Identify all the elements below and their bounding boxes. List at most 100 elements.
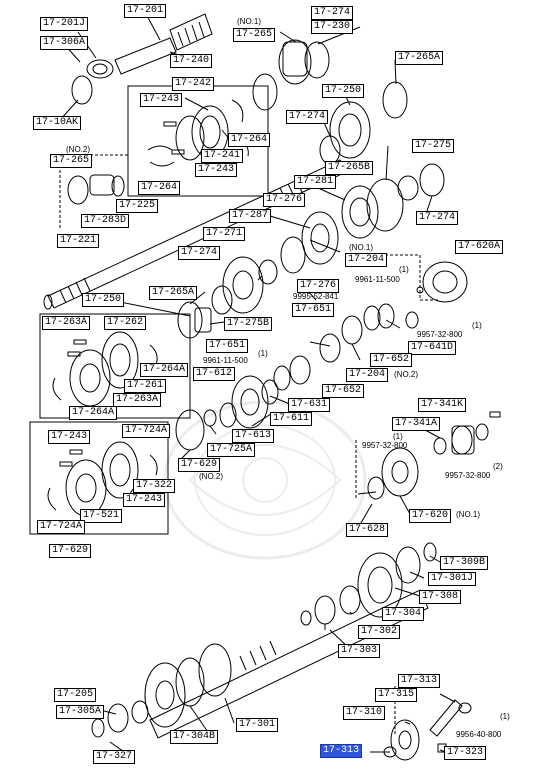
- part-label[interactable]: 17-274: [178, 246, 221, 260]
- part-label[interactable]: 17-276: [297, 279, 340, 293]
- snap-rings: [273, 303, 419, 391]
- part-label[interactable]: 17-641D: [408, 341, 457, 355]
- part-label[interactable]: 17-265: [233, 28, 276, 42]
- part-label[interactable]: 17-264A: [140, 363, 189, 377]
- part-label[interactable]: 17-265A: [395, 51, 444, 65]
- part-label[interactable]: 17-310: [343, 706, 386, 720]
- part-label[interactable]: 17-275B: [224, 317, 273, 331]
- part-label[interactable]: 17-204: [345, 253, 388, 267]
- annotation: (1): [399, 265, 409, 274]
- leader-204: [309, 239, 341, 253]
- input-shaft-part: [71, 13, 213, 105]
- part-label[interactable]: 17-225: [116, 199, 159, 213]
- part-label[interactable]: 17-301: [236, 718, 279, 732]
- part-label[interactable]: 17-724A: [37, 520, 86, 534]
- annotation: (1): [393, 432, 403, 441]
- part-label[interactable]: 17-322: [133, 479, 176, 493]
- part-label[interactable]: 17-724A: [122, 424, 171, 438]
- annotation: 9956-40-800: [456, 730, 502, 739]
- part-label[interactable]: 17-302: [358, 625, 401, 639]
- annotation: (NO.2): [66, 145, 90, 154]
- part-label[interactable]: 17-250: [82, 293, 125, 307]
- part-label[interactable]: 17-613: [232, 429, 275, 443]
- part-label[interactable]: 17-281: [294, 175, 337, 189]
- part-label[interactable]: 17-201: [124, 4, 167, 18]
- part-label[interactable]: 17-651: [206, 339, 249, 353]
- part-label[interactable]: 17-265B: [325, 161, 374, 175]
- gears-631-611: [175, 375, 279, 451]
- part-label[interactable]: 17-204: [346, 368, 389, 382]
- part-label[interactable]: 17-303: [338, 644, 381, 658]
- part-label[interactable]: 17-274: [286, 110, 329, 124]
- part-label[interactable]: 17-276: [263, 193, 306, 207]
- part-label[interactable]: 17-240: [170, 54, 213, 68]
- part-label[interactable]: 17-612: [193, 367, 236, 381]
- part-label[interactable]: 17-305A: [56, 705, 105, 719]
- annotation: 9957-32-800: [445, 471, 491, 480]
- part-label-highlighted[interactable]: 17-313: [320, 744, 363, 758]
- part-label[interactable]: 17-629: [178, 458, 221, 472]
- part-label[interactable]: 17-263A: [42, 316, 91, 330]
- part-label[interactable]: 17-221: [57, 234, 100, 248]
- part-label[interactable]: 17-275: [412, 139, 455, 153]
- part-label[interactable]: 17-265: [50, 154, 93, 168]
- part-label[interactable]: 17-263A: [113, 393, 162, 407]
- annotation: (1): [472, 321, 482, 330]
- annotation: 9995-52-841: [293, 292, 339, 301]
- part-label[interactable]: 17-242: [172, 77, 215, 91]
- part-label[interactable]: 17-283D: [81, 214, 130, 228]
- part-label[interactable]: 17-274: [416, 211, 459, 225]
- part-label[interactable]: 17-313: [398, 674, 441, 688]
- part-label[interactable]: 17-264A: [69, 406, 118, 420]
- part-label[interactable]: 17-271: [203, 227, 246, 241]
- part-label[interactable]: 17-261: [124, 379, 167, 393]
- annotation: (NO.2): [394, 370, 418, 379]
- annotation: (NO.1): [237, 17, 261, 26]
- part-label[interactable]: 17-201J: [40, 17, 89, 31]
- part-label[interactable]: 17-264: [138, 181, 181, 195]
- part-label[interactable]: 17-304B: [170, 730, 219, 744]
- part-label[interactable]: 17-341K: [418, 398, 467, 412]
- part-label[interactable]: 17-301J: [428, 572, 477, 586]
- part-label[interactable]: 17-241: [201, 149, 244, 163]
- annotation: (NO.1): [456, 510, 480, 519]
- countershaft-part: [91, 542, 437, 739]
- part-label[interactable]: 17-327: [93, 750, 136, 764]
- part-label[interactable]: 17-323: [444, 746, 487, 760]
- annotation: 9957-32-800: [417, 330, 463, 339]
- part-label[interactable]: 17-250: [322, 84, 365, 98]
- part-label[interactable]: 17-611: [270, 412, 313, 426]
- part-label[interactable]: 17-205: [54, 688, 97, 702]
- part-label[interactable]: 17-620A: [455, 240, 504, 254]
- part-label[interactable]: 17-652: [322, 384, 365, 398]
- part-label[interactable]: 17-620: [409, 509, 452, 523]
- part-label[interactable]: 17-631: [288, 398, 331, 412]
- annotation: (1): [258, 349, 268, 358]
- part-label[interactable]: 17-243: [195, 163, 238, 177]
- part-label[interactable]: 17-629: [49, 544, 92, 558]
- part-label[interactable]: 17-652: [370, 353, 413, 367]
- part-label[interactable]: 17-262: [104, 316, 147, 330]
- part-label[interactable]: 17-308: [419, 590, 462, 604]
- part-label[interactable]: 17-243: [123, 493, 166, 507]
- part-label[interactable]: 17-725A: [207, 443, 256, 457]
- part-label[interactable]: 17-304: [382, 607, 425, 621]
- part-label[interactable]: 17-341A: [392, 417, 441, 431]
- part-label[interactable]: 17-309B: [440, 556, 489, 570]
- part-label[interactable]: 17-521: [80, 509, 123, 523]
- part-label[interactable]: 17-10AK: [33, 116, 82, 130]
- part-label[interactable]: 17-274: [311, 6, 354, 20]
- part-label[interactable]: 17-315: [375, 688, 418, 702]
- part-label[interactable]: 17-651: [292, 303, 335, 317]
- part-label[interactable]: 17-264: [228, 133, 271, 147]
- part-label[interactable]: 17-287: [229, 209, 272, 223]
- part-label[interactable]: 17-306A: [40, 36, 89, 50]
- part-label[interactable]: 17-243: [48, 430, 91, 444]
- annotation: 9961-11-500: [355, 275, 400, 284]
- part-label[interactable]: 17-243: [140, 93, 183, 107]
- part-label[interactable]: 17-265A: [149, 286, 198, 300]
- part-label[interactable]: 17-230: [311, 20, 354, 34]
- part-label[interactable]: 17-628: [346, 523, 389, 537]
